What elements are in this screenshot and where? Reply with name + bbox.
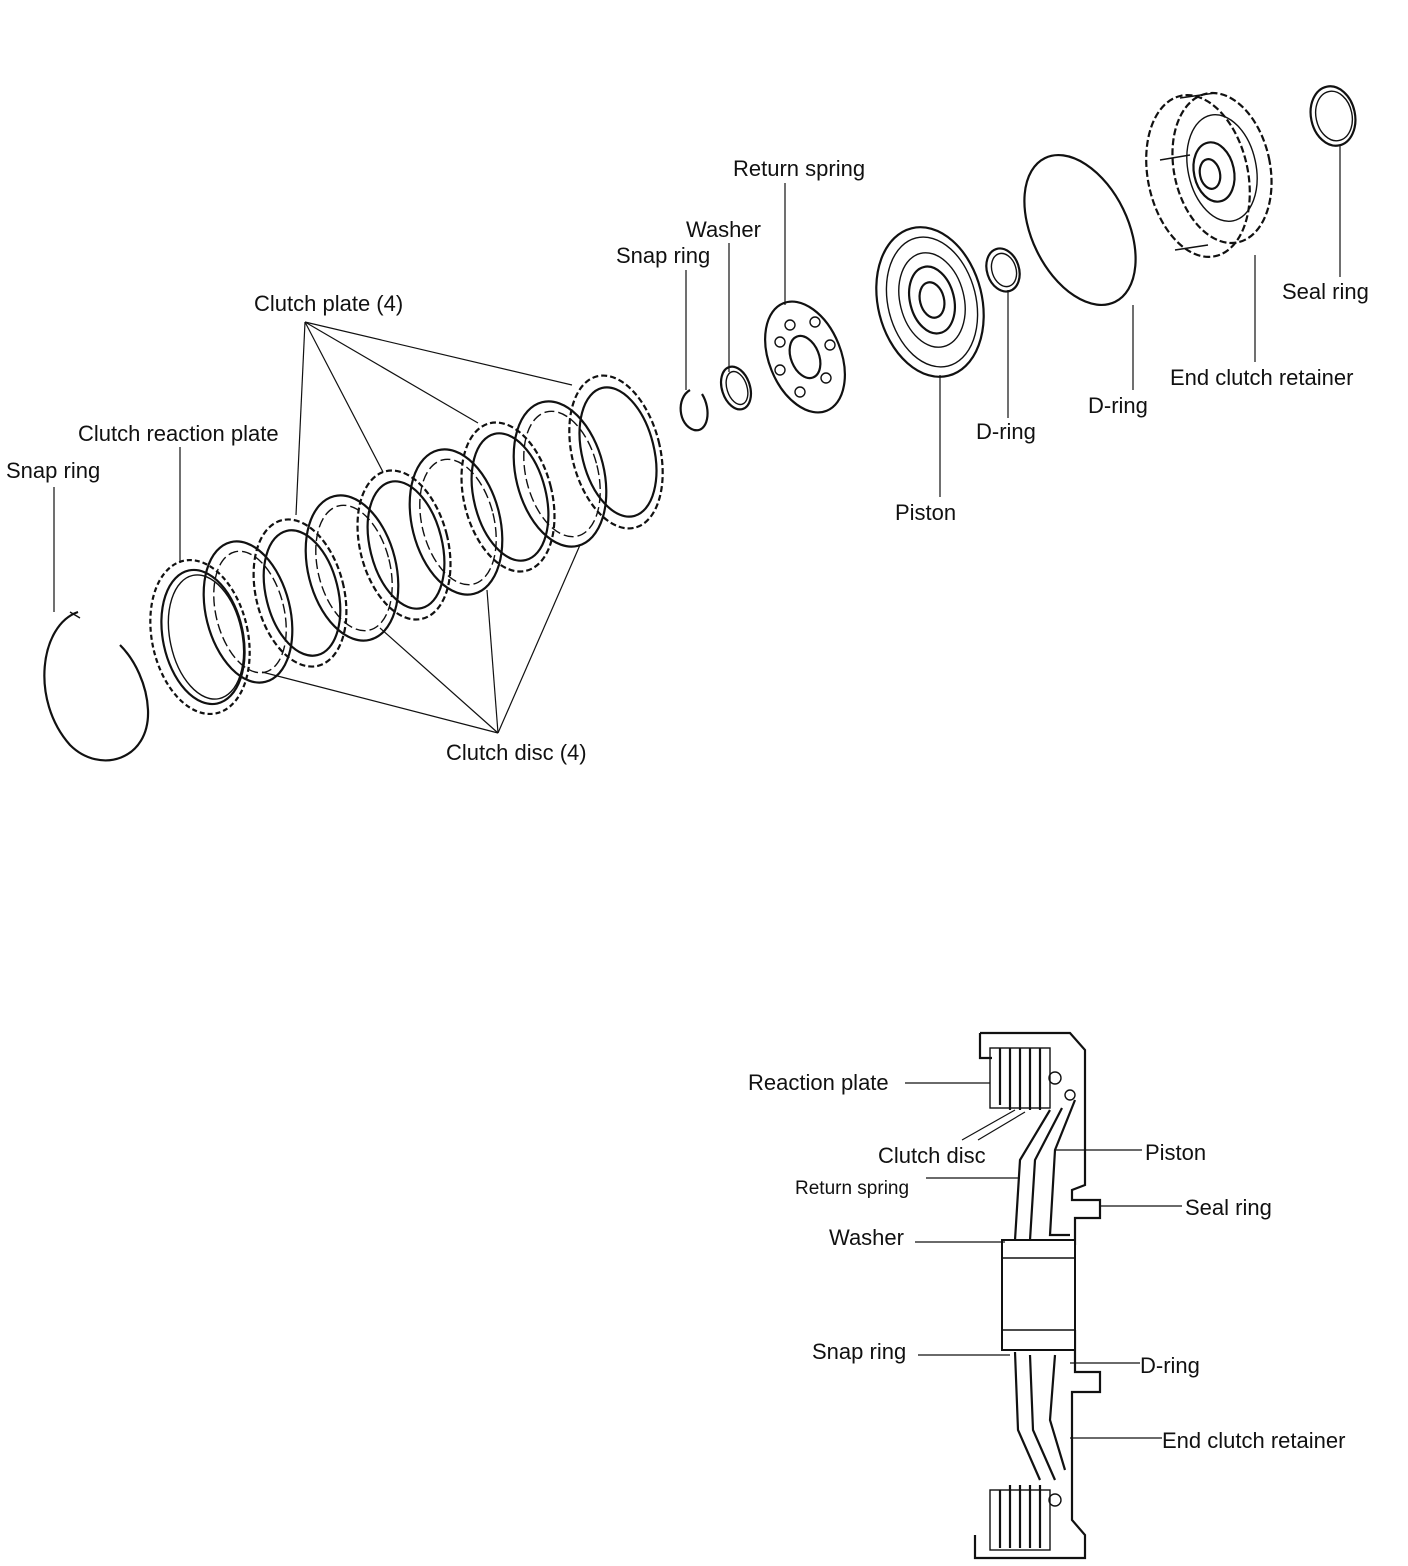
label-d-ring-small: D-ring bbox=[976, 419, 1036, 444]
end-clutch-retainer-part bbox=[1145, 91, 1273, 258]
cross-section-piston-upper bbox=[1013, 1099, 1077, 1241]
snap-ring-left-part bbox=[43, 610, 150, 762]
cross-section-housing bbox=[973, 1031, 1102, 1560]
label-cs-piston: Piston bbox=[1145, 1140, 1206, 1165]
return-spring-part bbox=[764, 300, 846, 414]
cross-section-hub bbox=[1001, 1239, 1076, 1351]
clutch-pack-parts bbox=[202, 374, 664, 684]
cross-section-top-pack bbox=[989, 1047, 1076, 1110]
label-clutch-reaction-plate: Clutch reaction plate bbox=[78, 421, 279, 446]
cross-section-piston-lower bbox=[1013, 1351, 1067, 1481]
exploded-view: Snap ring Clutch reaction plate Clutch p… bbox=[6, 85, 1369, 765]
label-snap-ring-left: Snap ring bbox=[6, 458, 100, 483]
label-snap-ring: Snap ring bbox=[616, 243, 710, 268]
label-cs-seal-ring: Seal ring bbox=[1185, 1195, 1272, 1220]
d-ring-small-part bbox=[985, 247, 1021, 293]
clutch-plate-4 bbox=[568, 374, 664, 530]
label-end-clutch-retainer: End clutch retainer bbox=[1170, 365, 1353, 390]
piston-part bbox=[875, 226, 985, 378]
label-seal-ring: Seal ring bbox=[1282, 279, 1369, 304]
exploded-leader-lines bbox=[53, 146, 1341, 734]
clutch-plate-3 bbox=[460, 421, 556, 573]
label-clutch-disc: Clutch disc (4) bbox=[446, 740, 587, 765]
clutch-reaction-plate-part bbox=[149, 558, 251, 716]
cross-section-housing-top bbox=[978, 1033, 992, 1060]
label-washer: Washer bbox=[686, 217, 761, 242]
label-cs-clutch-disc: Clutch disc bbox=[878, 1143, 986, 1168]
label-cs-reaction-plate: Reaction plate bbox=[748, 1070, 889, 1095]
cross-section-view: Reaction plate Clutch disc Return spring… bbox=[748, 1031, 1345, 1560]
snap-ring-small-part bbox=[679, 389, 709, 432]
cross-section-bottom-pack bbox=[989, 1485, 1062, 1551]
label-return-spring: Return spring bbox=[733, 156, 865, 181]
cross-section-leader-lines bbox=[905, 1082, 1182, 1439]
label-cs-end-clutch-retainer: End clutch retainer bbox=[1162, 1428, 1345, 1453]
clutch-disc-4 bbox=[512, 400, 608, 548]
label-piston: Piston bbox=[895, 500, 956, 525]
clutch-disc-2 bbox=[304, 494, 400, 642]
snap-ring-left-gap bbox=[69, 611, 81, 619]
label-cs-return-spring: Return spring bbox=[795, 1178, 909, 1199]
washer-part bbox=[719, 365, 753, 411]
clutch-plate-2 bbox=[356, 469, 452, 621]
clutch-disc-3 bbox=[408, 448, 504, 596]
label-cs-washer: Washer bbox=[829, 1225, 904, 1250]
label-d-ring-large: D-ring bbox=[1088, 393, 1148, 418]
label-cs-d-ring: D-ring bbox=[1140, 1353, 1200, 1378]
seal-ring-part bbox=[1309, 85, 1357, 147]
clutch-plate-1 bbox=[252, 518, 348, 668]
d-ring-large-part bbox=[1023, 153, 1137, 307]
label-cs-snap-ring: Snap ring bbox=[812, 1339, 906, 1364]
clutch-disc-1 bbox=[202, 540, 294, 684]
label-clutch-plate: Clutch plate (4) bbox=[254, 291, 403, 316]
